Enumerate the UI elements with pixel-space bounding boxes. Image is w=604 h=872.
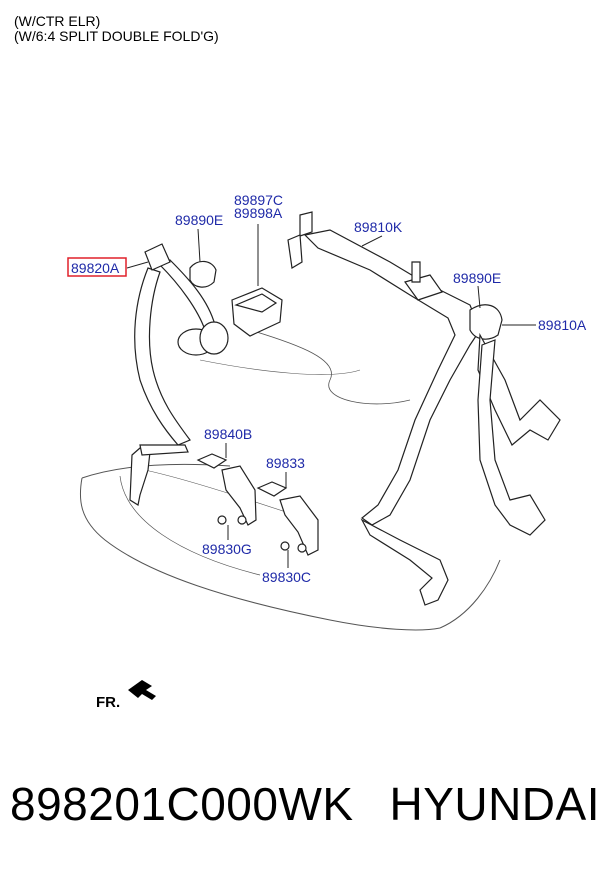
arrow-forward-icon — [128, 680, 156, 700]
header-line-2: (W/6:4 SPLIT DOUBLE FOLD'G) — [14, 28, 219, 44]
left-seat-belt-assembly — [129, 243, 229, 506]
callout-89890E-right: 89890E — [453, 270, 501, 286]
callout-89810K: 89810K — [354, 219, 403, 235]
belt-guide-cover-left — [189, 260, 217, 288]
callout-89840B: 89840B — [204, 426, 252, 442]
callout-89830C: 89830C — [262, 569, 311, 585]
callout-89810A: 89810A — [538, 317, 587, 333]
callout-89897C: 89897C — [234, 192, 283, 208]
belt-bezel-cover — [231, 287, 283, 337]
header-line-1: (W/CTR ELR) — [14, 13, 101, 29]
parts-diagram: 89897C 89898A 89890E 89820A 89810K 89890… — [67, 192, 587, 711]
right-seat-belt-assembly — [360, 304, 561, 606]
callout-89833: 89833 — [266, 455, 305, 471]
diagram-header: (W/CTR ELR) (W/6:4 SPLIT DOUBLE FOLD'G) — [14, 14, 219, 44]
callout-leaders — [126, 224, 536, 568]
callout-89890E-left: 89890E — [175, 212, 223, 228]
center-seat-belt-assembly — [287, 211, 481, 526]
callout-89830G: 89830G — [202, 541, 252, 557]
brand-name: HYUNDAI — [389, 778, 600, 830]
highlight-box — [67, 257, 127, 277]
callout-89898A: 89898A — [234, 205, 283, 221]
part-number: 898201C000WK — [10, 778, 354, 830]
direction-label: FR. — [96, 694, 120, 711]
buckle-assembly-89833 — [256, 481, 319, 556]
callout-89820A: 89820A — [71, 260, 120, 276]
part-footer: 898201C000WK HYUNDAI — [10, 778, 600, 830]
buckle-assembly-89840B — [196, 453, 257, 526]
